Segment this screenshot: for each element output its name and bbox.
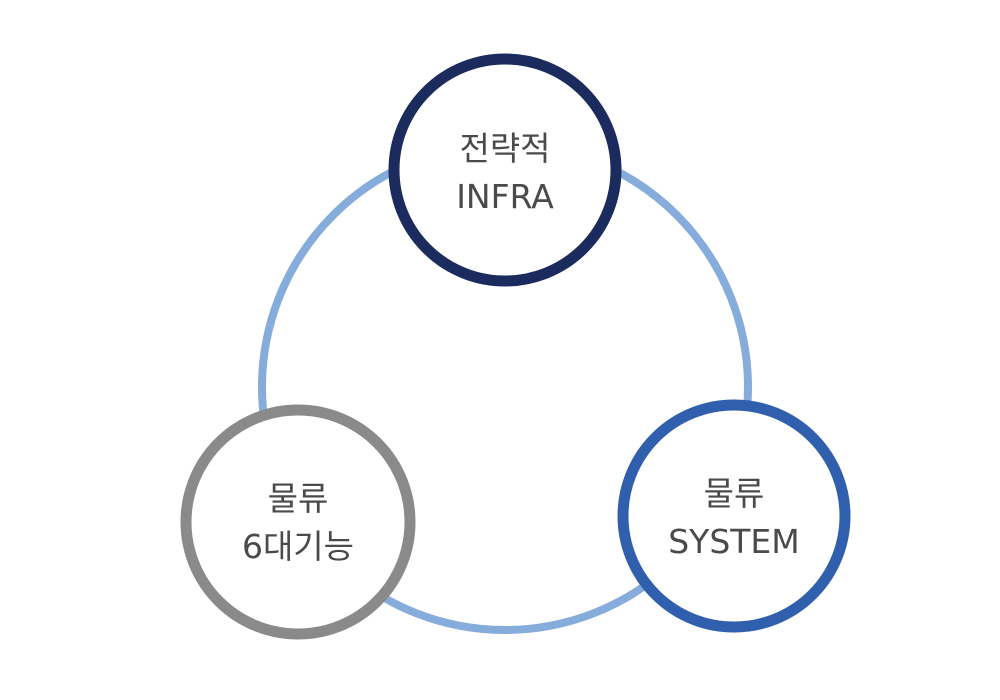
node-strategic-infra-label-line1: 전략적 <box>459 129 550 168</box>
node-logistics-functions-label-line1: 물류 <box>268 479 329 518</box>
node-logistics-system-circle <box>617 399 851 633</box>
node-strategic-infra-circle <box>388 53 622 287</box>
node-logistics-functions-circle <box>180 404 416 640</box>
node-logistics-system-label-line2: SYSTEM <box>668 522 800 561</box>
node-logistics-functions-label-line2: 6대기능 <box>242 527 354 566</box>
node-strategic-infra-label-line2: INFRA <box>456 177 554 216</box>
node-logistics-system-label-line1: 물류 <box>704 474 765 513</box>
node-logistics-system: 물류 SYSTEM <box>617 399 851 633</box>
node-strategic-infra: 전략적 INFRA <box>388 53 622 287</box>
node-logistics-functions: 물류 6대기능 <box>180 404 416 640</box>
